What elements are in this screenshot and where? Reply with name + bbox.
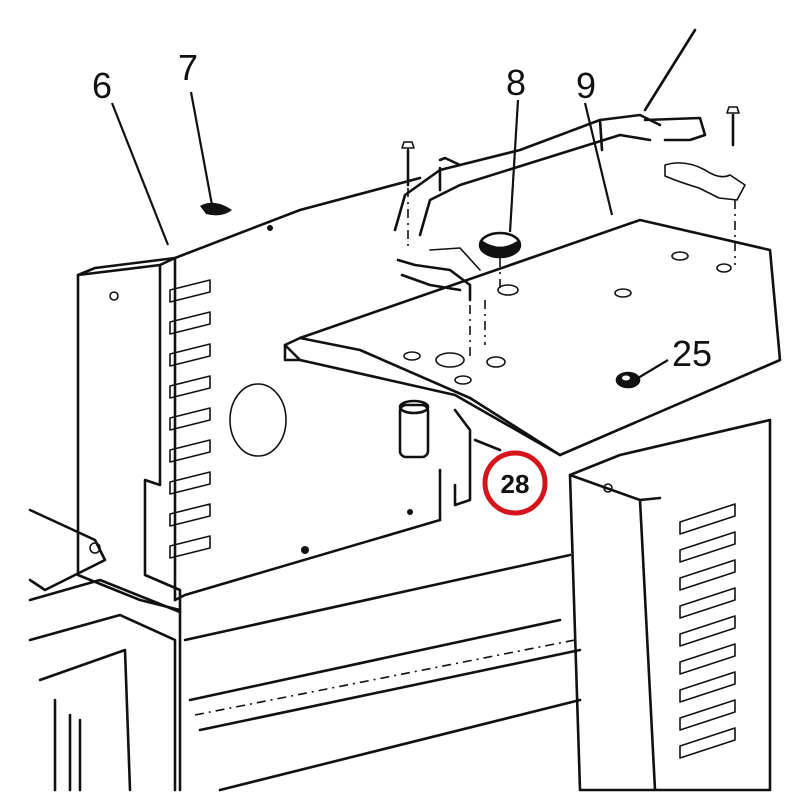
callout-9: 9 [576, 65, 596, 106]
rear-bulkhead [173, 176, 442, 602]
leader-9 [583, 102, 614, 216]
highlight-ring [482, 450, 548, 516]
callout-25: 25 [672, 333, 712, 374]
part-7-clip [200, 202, 232, 216]
bottom-chassis [28, 508, 582, 792]
leader-7 [189, 91, 214, 206]
standoff [398, 399, 502, 507]
callout-28-highlight: 28 [482, 450, 548, 516]
bracket-assembly [393, 113, 736, 360]
callout-8: 8 [506, 62, 526, 103]
right-linkage [643, 28, 746, 201]
leader-8 [508, 99, 520, 233]
leader-25 [637, 359, 669, 379]
vent-slots-right [679, 503, 736, 759]
leader-6 [110, 102, 170, 246]
leader-lines [110, 91, 669, 379]
vent-slots-left [169, 279, 211, 559]
callout-7: 7 [178, 47, 198, 88]
callout-28: 28 [501, 469, 530, 499]
top-plate [283, 218, 782, 457]
callouts: 6 7 8 9 25 [92, 47, 712, 374]
right-cabinet [568, 418, 772, 792]
callout-6: 6 [92, 65, 112, 106]
side-panel [76, 256, 211, 612]
part-8-boss [478, 231, 522, 290]
